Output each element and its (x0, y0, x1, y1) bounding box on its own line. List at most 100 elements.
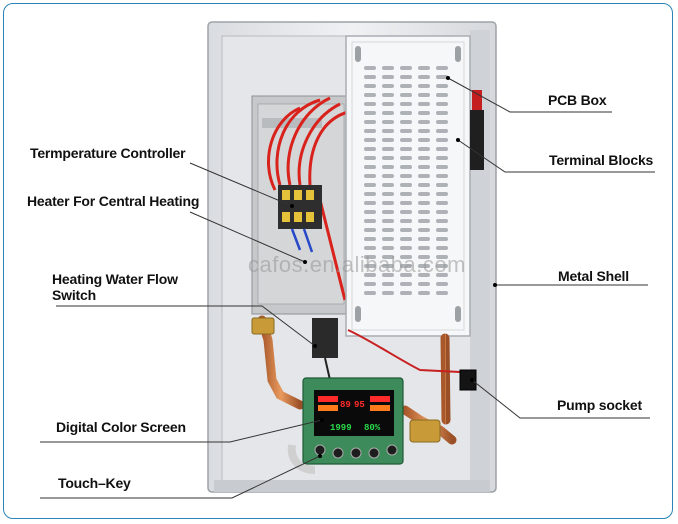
vent-slot (382, 255, 394, 259)
vent-slot (364, 210, 376, 214)
leader-lines (40, 77, 655, 499)
vent-slot (436, 102, 448, 106)
pcb-box (345, 35, 471, 337)
vent-slot (436, 174, 448, 178)
vent-slot (382, 111, 394, 115)
vent-slot (436, 75, 448, 79)
readout-left: 89 (340, 400, 351, 410)
label-temperature-controller: Termperature Controller (30, 145, 186, 161)
red-wires (267, 96, 349, 301)
vent-slot (436, 84, 448, 88)
vent-slot (436, 228, 448, 232)
vent-slot (418, 111, 430, 115)
touch-keys (314, 444, 398, 459)
vent-slot (436, 246, 448, 250)
vent-slot (382, 66, 394, 70)
vent-slot (382, 291, 394, 295)
vent-slot (382, 138, 394, 142)
vent-slot (400, 75, 412, 79)
vent-slot (400, 84, 412, 88)
vent-slot (418, 84, 430, 88)
vent-slot (400, 201, 412, 205)
vent-slot (364, 84, 376, 88)
vent-slot (382, 219, 394, 223)
vent-slot (418, 174, 430, 178)
vent-slot (400, 129, 412, 133)
vent-slot (382, 192, 394, 196)
vent-slot (400, 273, 412, 277)
vent-slot (400, 192, 412, 196)
vent-slot (382, 165, 394, 169)
vent-slot (382, 264, 394, 268)
vent-slot (382, 120, 394, 124)
image-frame (3, 3, 673, 519)
control-board (287, 377, 404, 474)
vent-slot (364, 291, 376, 295)
vent-slot (382, 282, 394, 286)
vent-slot (436, 192, 448, 196)
vent-slot (400, 282, 412, 286)
vent-slot (400, 93, 412, 97)
vent-slot (436, 183, 448, 187)
vent-slot (400, 156, 412, 160)
vent-slot (364, 192, 376, 196)
vent-slot (436, 282, 448, 286)
vent-slot (418, 282, 430, 286)
vent-slot (418, 201, 430, 205)
vent-slot (382, 201, 394, 205)
vent-slot (400, 255, 412, 259)
vent-slot (364, 174, 376, 178)
vent-slot (418, 75, 430, 79)
vent-slot (418, 138, 430, 142)
vent-slot (436, 93, 448, 97)
vent-slot (400, 219, 412, 223)
label-touch-key: Touch–Key (58, 475, 131, 491)
valve-fitting (409, 419, 441, 443)
vent-slot (436, 273, 448, 277)
vent-slot (382, 147, 394, 151)
vent-slot (382, 93, 394, 97)
vent-slot (418, 273, 430, 277)
vent-slot (418, 102, 430, 106)
vent-slot (436, 291, 448, 295)
vent-slot (400, 210, 412, 214)
vent-slot (418, 156, 430, 160)
vent-slot (436, 264, 448, 268)
label-terminal-blocks: Terminal Blocks (549, 152, 654, 168)
vent-slot (364, 183, 376, 187)
vent-slot (382, 102, 394, 106)
vent-slot (364, 138, 376, 142)
leader-dots (290, 76, 497, 458)
vent-slot (418, 183, 430, 187)
vent-slot (418, 219, 430, 223)
vent-slot (364, 237, 376, 241)
vent-slot (382, 210, 394, 214)
vent-slot (400, 102, 412, 106)
terminal-blocks (470, 90, 484, 170)
vent-slot (382, 156, 394, 160)
vent-slot (364, 246, 376, 250)
vent-slot (436, 201, 448, 205)
vent-slot (382, 174, 394, 178)
label-metal-shell: Metal Shell (558, 268, 629, 284)
label-flow-switch-line2: Switch (52, 287, 96, 303)
vent-slot (382, 183, 394, 187)
vent-slot (364, 111, 376, 115)
temperature-controller (278, 185, 322, 253)
vent-slot (400, 237, 412, 241)
vent-slot (364, 219, 376, 223)
vent-slot (436, 210, 448, 214)
vent-slot (436, 237, 448, 241)
label-pcb-box: PCB Box (548, 92, 607, 108)
vent-slot (418, 246, 430, 250)
readout-bottom: 1999 (330, 423, 352, 433)
label-flow-switch-line1: Heating Water Flow (52, 271, 178, 287)
vent-slot (418, 66, 430, 70)
label-digital-color-screen: Digital Color Screen (56, 419, 186, 435)
vent-slot (418, 237, 430, 241)
vent-slot (436, 111, 448, 115)
vent-slot (382, 75, 394, 79)
vent-slot (364, 282, 376, 286)
vent-slot (436, 147, 448, 151)
